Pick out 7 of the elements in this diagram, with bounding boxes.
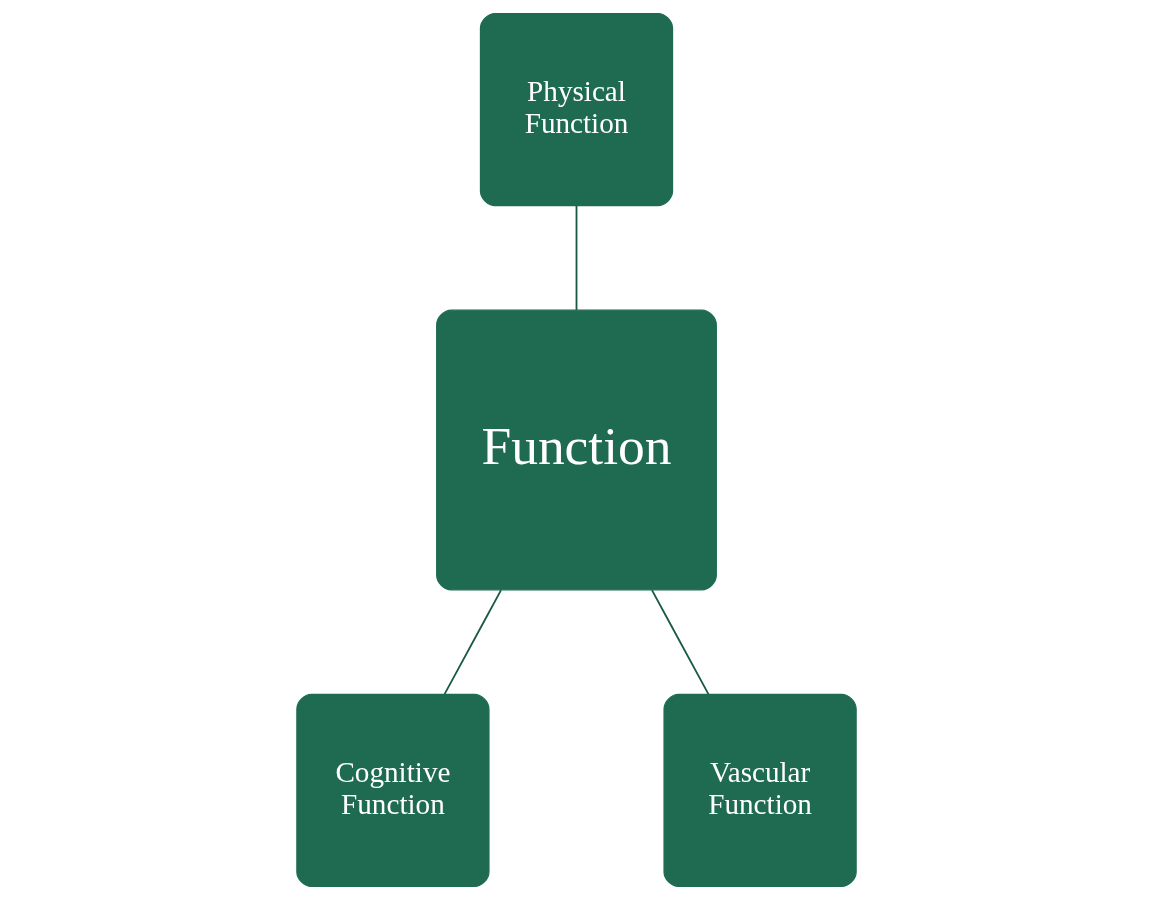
node-box: Function [436,309,717,591]
node-box: Physical Function [479,12,674,207]
connector [651,589,710,695]
connector [443,589,502,695]
node-box: Cognitive Function [296,693,490,888]
node-box: Vascular Function [663,693,857,888]
connector [575,204,578,311]
